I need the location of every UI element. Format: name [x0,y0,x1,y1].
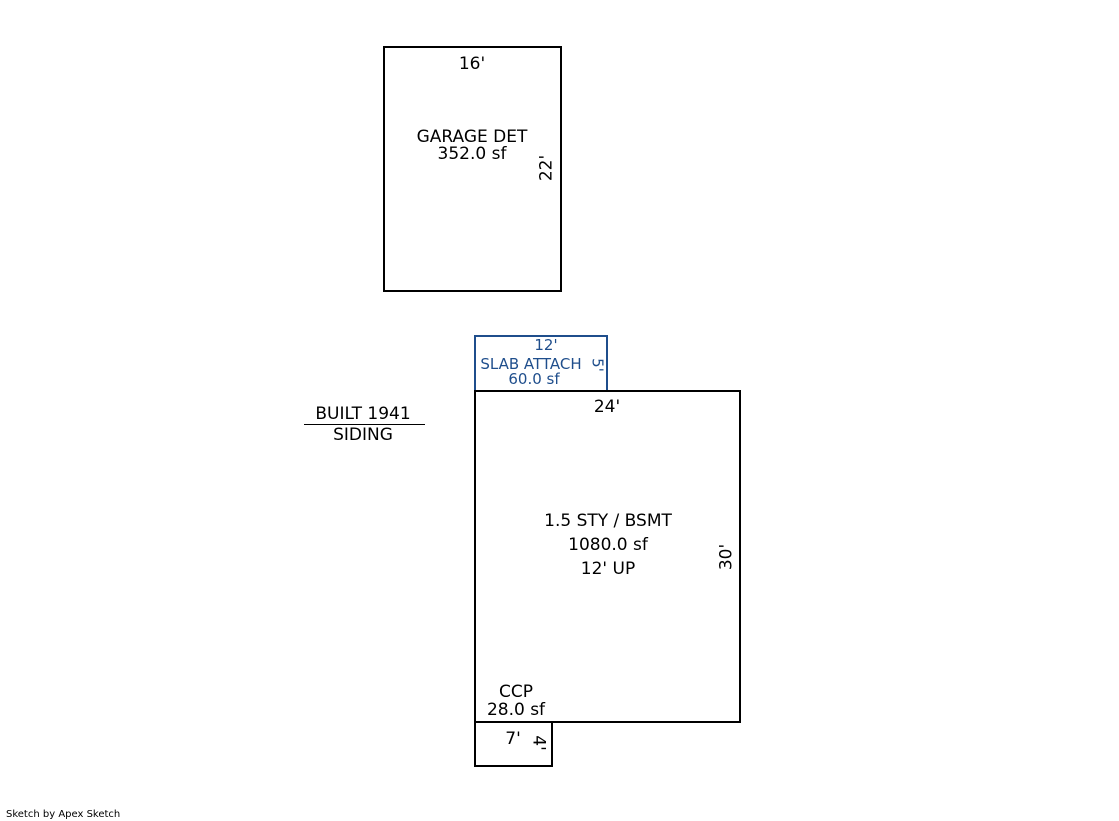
garage-name: GARAGE DET [416,127,528,147]
garage-outline [383,46,562,292]
legend-siding: SIDING [333,425,393,445]
garage-depth-label: 22' [536,154,557,182]
ccp-name: CCP [499,682,533,702]
slab-name: SLAB ATTACH [480,355,582,373]
house-note: 12' UP [580,559,636,579]
sketch-credit: Sketch by Apex Sketch [6,809,121,820]
garage-width-label: 16' [458,54,486,74]
legend-built-year: BUILT 1941 [315,404,411,424]
house-outline [474,390,741,723]
ccp-depth-label: 4' [528,735,549,751]
house-name: 1.5 STY / BSMT [544,511,672,531]
house-width-label: 24' [593,397,621,417]
ccp-area: 28.0 sf [486,700,546,720]
ccp-outline [474,721,553,767]
house-depth-label: 30' [716,543,737,571]
house-area: 1080.0 sf [568,535,648,555]
slab-width-label: 12' [534,336,558,354]
garage-area: 352.0 sf [437,144,507,164]
legend-divider [304,424,425,425]
ccp-width-label: 7' [505,729,521,749]
slab-depth-label: 5' [588,358,607,372]
slab-area: 60.0 sf [508,370,560,388]
